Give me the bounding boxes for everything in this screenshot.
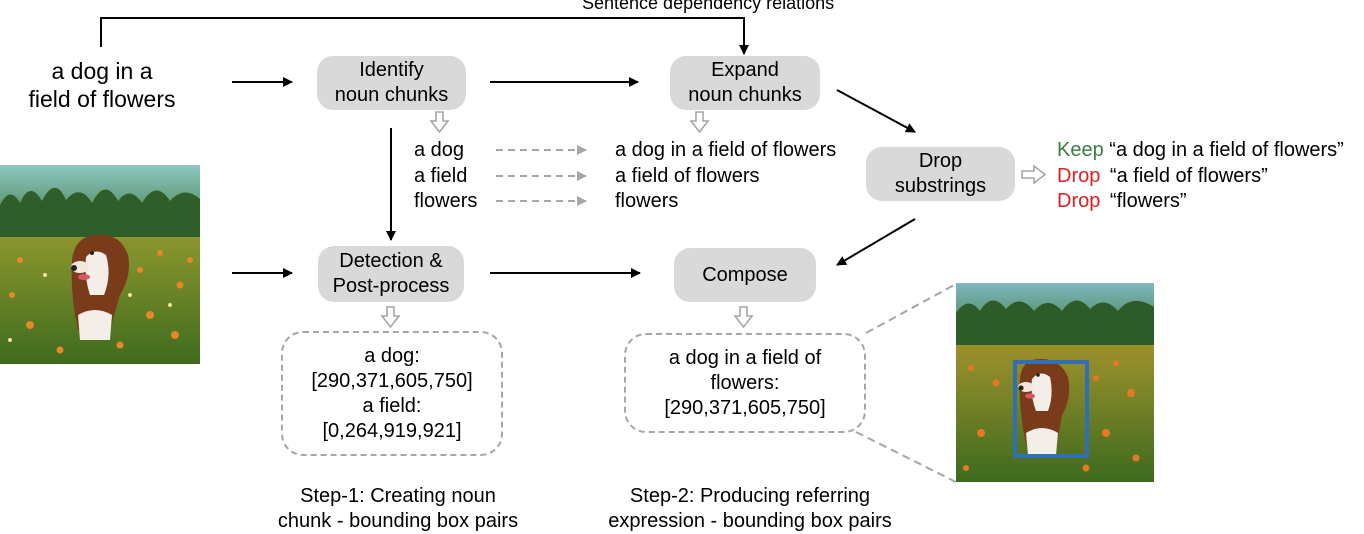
detect-box-line-2: Post-process xyxy=(332,275,450,297)
detect-box-line-1: Detection & xyxy=(339,250,443,272)
dependency-relation-arrow xyxy=(100,17,749,55)
compose-output-line: flowers: xyxy=(710,371,780,394)
noun-chunk-item: a field xyxy=(414,164,468,187)
zoom-line-top xyxy=(865,283,957,334)
hollow-down-arrow-detect xyxy=(380,306,401,329)
compose-output-line: [290,371,605,750] xyxy=(664,396,826,419)
hollow-down-arrow-identify xyxy=(429,111,450,134)
detection-output-line: a field: xyxy=(362,394,422,417)
detection-output-line: a dog: xyxy=(364,344,420,367)
bounding-box xyxy=(1013,360,1089,458)
compose-box-label: Compose xyxy=(702,263,788,286)
input-caption: a dog in a field of flowers xyxy=(22,57,182,113)
dependency-relations-label: Sentence dependency relations xyxy=(582,0,835,13)
step-2-line-2: expression - bounding box pairs xyxy=(608,510,892,532)
step-2-line-1: Step-2: Producing referring xyxy=(629,485,871,507)
compose-output-line: a dog in a field of xyxy=(668,346,822,369)
step-1-line-1: Step-1: Creating noun xyxy=(300,485,496,507)
filter-result-row: Keep “a dog in a field of flowers” xyxy=(1057,138,1344,164)
hollow-right-arrow xyxy=(1021,164,1047,185)
expand-box-line-2: noun chunks xyxy=(688,84,802,106)
filter-result-text: “a field of flowers” xyxy=(1109,164,1268,187)
hollow-down-arrow-expand xyxy=(689,111,710,134)
expanded-chunk-item: a field of flowers xyxy=(615,164,760,187)
detection-output-line: [0,264,919,921] xyxy=(322,419,462,442)
detection-postprocess-box: Detection & Post-process xyxy=(318,246,464,302)
zoom-line-bottom xyxy=(855,431,957,483)
drop-box-line-2: substrings xyxy=(894,175,987,197)
drop-label: Drop xyxy=(1057,190,1101,212)
expanded-chunks-list: a dog in a field of flowers a field of f… xyxy=(615,138,836,215)
filter-result-row: Drop “a field of flowers” xyxy=(1057,164,1344,190)
caption-line-2: field of flowers xyxy=(28,86,176,112)
identify-box-line-1: Identify xyxy=(359,59,424,81)
filter-result-text: “flowers” xyxy=(1109,190,1187,212)
identify-noun-chunks-box: Identify noun chunks xyxy=(317,56,466,110)
filter-result-text: “a dog in a field of flowers” xyxy=(1109,139,1344,161)
drop-box-line-1: Drop xyxy=(918,150,963,172)
drop-label: Drop xyxy=(1057,164,1101,187)
noun-chunk-item: a dog xyxy=(414,139,465,161)
expanded-chunk-item: flowers xyxy=(615,190,679,212)
arrow-drop-to-compose xyxy=(836,218,916,266)
compose-box: Compose xyxy=(674,248,816,302)
output-image-with-bounding-box xyxy=(956,283,1154,482)
dog-figure xyxy=(71,234,129,340)
compose-output-box: a dog in a field of flowers: [290,371,60… xyxy=(624,333,866,433)
detection-output-box: a dog: [290,371,605,750] a field: [0,264… xyxy=(281,331,503,456)
detection-output-line: [290,371,605,750] xyxy=(311,369,473,392)
filter-results-list: Keep “a dog in a field of flowers” Drop … xyxy=(1057,138,1344,215)
caption-line-1: a dog in a xyxy=(51,58,153,84)
identify-box-line-2: noun chunks xyxy=(334,84,449,106)
dog-figure xyxy=(1018,358,1070,455)
arrow-expand-to-drop xyxy=(836,89,916,133)
hollow-down-arrow-compose xyxy=(733,306,754,329)
expand-noun-chunks-box: Expand noun chunks xyxy=(670,56,820,110)
expand-box-line-1: Expand xyxy=(711,59,779,81)
keep-label: Keep xyxy=(1057,139,1104,161)
step-2-caption: Step-2: Producing referring expression -… xyxy=(600,484,900,534)
filter-result-row: Drop “flowers” xyxy=(1057,189,1344,215)
expanded-chunk-item: a dog in a field of flowers xyxy=(615,139,837,161)
input-image-dog-in-field xyxy=(0,165,200,364)
step-1-caption: Step-1: Creating noun chunk - bounding b… xyxy=(248,484,548,534)
noun-chunks-list: a dog a field flowers xyxy=(414,138,477,215)
drop-substrings-box: Drop substrings xyxy=(866,147,1015,201)
noun-chunk-item: flowers xyxy=(414,190,478,212)
step-1-line-2: chunk - bounding box pairs xyxy=(277,510,519,532)
